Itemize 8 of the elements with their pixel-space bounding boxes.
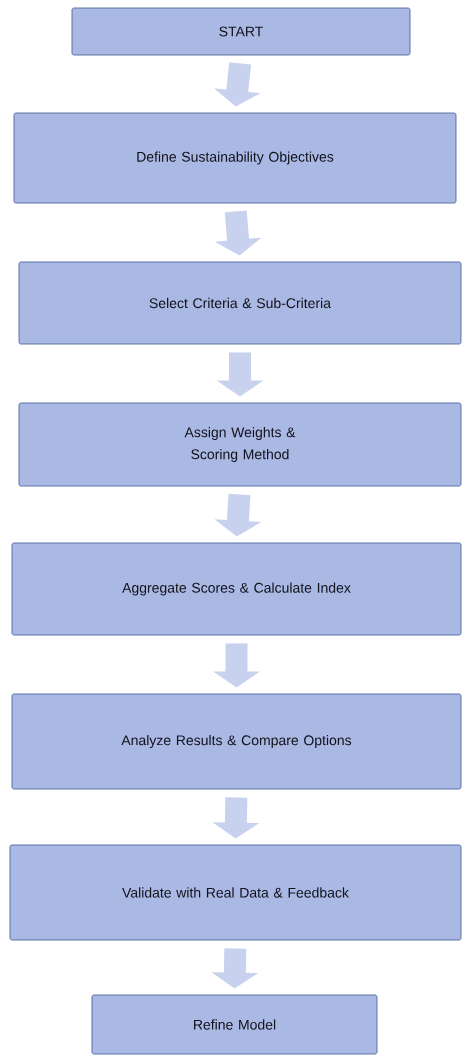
process-box: Validate with Real Data & Feedback [9,844,462,941]
process-box: Select Criteria & Sub-Criteria [18,261,462,345]
process-box: Analyze Results & Compare Options [11,693,462,790]
process-box: Refine Model [91,994,378,1055]
process-box: Define Sustainability Objectives [13,112,457,204]
process-box: Aggregate Scores & Calculate Index [11,542,462,636]
process-box: START [71,7,411,56]
process-box: Assign Weights & Scoring Method [18,402,462,487]
